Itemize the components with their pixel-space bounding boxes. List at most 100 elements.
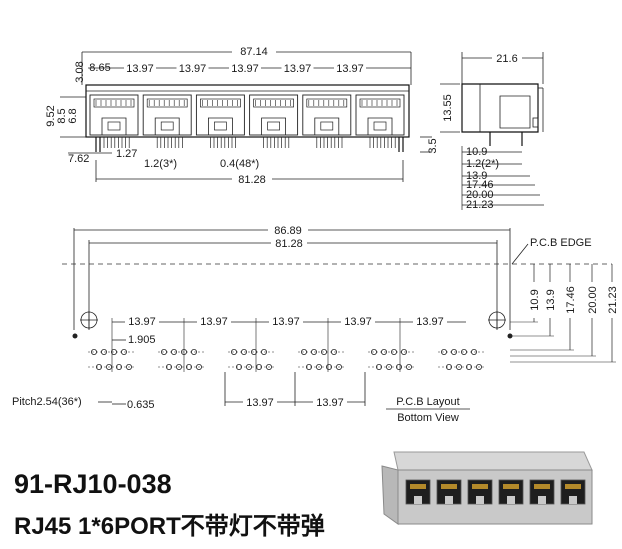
dim-peg-span: 81.28: [238, 174, 266, 186]
pitch-label: Pitch2.54(36*): [12, 396, 82, 408]
port-tab: [373, 121, 387, 131]
dim-side-3: 17.46: [466, 179, 494, 191]
pitch-label-bg: [124, 62, 156, 74]
pcb-hole: [475, 363, 482, 370]
dim-pitch-3: 1.2(3*): [144, 158, 177, 170]
pcb-hole: [385, 363, 392, 370]
port-latch: [367, 117, 393, 135]
photo-port-contacts: [503, 484, 519, 489]
port-contact-strip: [306, 98, 348, 108]
dim-pcb-right-1: 13.9: [545, 289, 557, 310]
port-opening: [355, 94, 405, 136]
port-contact-strip: [253, 98, 294, 108]
layout-title: P.C.B Layout: [396, 396, 459, 408]
port-opening: [142, 94, 192, 136]
photo-port-latch: [507, 496, 515, 504]
side-view: 21.6 13.55 10.91.2(2*)13.917.4620.0021.2…: [440, 51, 544, 211]
dim-pin-offset: 7.62: [68, 153, 89, 165]
dim-pcb-pitch: 13.97: [200, 316, 228, 328]
port-latch: [208, 117, 233, 135]
dim-first-offset: 8.65: [89, 62, 110, 74]
dim-bottom-pitch-2: 13.97: [316, 397, 344, 409]
pcb-hole: [175, 363, 182, 370]
dim-port-pitch: 13.97: [179, 63, 207, 75]
pcb-pitch-bg: [269, 315, 303, 327]
port-tab: [267, 121, 280, 131]
dim-side-4: 20.00: [466, 189, 494, 201]
pcb-hole: [405, 363, 412, 370]
layout-subtitle: Bottom View: [397, 412, 459, 424]
dim-side-1: 1.2(2*): [466, 158, 499, 170]
dim-pcb-pitch: 13.97: [416, 316, 444, 328]
pcb-hole: [106, 363, 113, 370]
dim-height-3: 6.8: [67, 108, 79, 123]
dim-side-height: 13.55: [442, 94, 454, 122]
pcb-pitch-bg: [125, 315, 159, 327]
port-contact-strip: [359, 98, 401, 108]
pitch-label-bg: [281, 62, 314, 74]
port-latch: [314, 117, 340, 135]
pcb-edge-label: P.C.B EDGE: [530, 237, 592, 249]
front-view: 87.14 8.65 13.97 13.97 13.97 13.97 13.97 3.0…: [45, 44, 439, 186]
pcb-hole: [265, 363, 272, 370]
pcb-right-dim-bg: [585, 282, 599, 318]
dim-pin-spacing: 1.27: [116, 148, 137, 160]
port-tab: [320, 121, 334, 131]
pitch-label-bg: [334, 62, 366, 74]
photo-port-contacts: [534, 484, 550, 489]
port-tab: [107, 121, 121, 131]
part-description: RJ45 1*6PORT不带灯不带弹: [14, 513, 325, 540]
port-opening: [89, 94, 139, 136]
dim-pcb-pitch: 13.97: [272, 316, 300, 328]
photo-port-latch: [414, 496, 422, 504]
dim-pcb-peg-span: 81.28: [275, 238, 303, 250]
dim-top-height: 3.08: [74, 61, 86, 82]
pcb-right-dim-bg: [563, 282, 577, 318]
dim-pcb-right-3: 20.00: [587, 286, 599, 314]
pcb-pitch-bg: [197, 315, 231, 327]
photo-port-latch: [569, 496, 577, 504]
dim-pcb-pitch: 13.97: [344, 316, 372, 328]
dim-height-1: 9.52: [45, 105, 57, 126]
port-opening: [302, 94, 352, 136]
pitch-label-bg: [229, 62, 261, 74]
pcb-hole: [126, 363, 133, 370]
pcb-pitch-bg: [341, 315, 375, 327]
pcb-right-dim-bg: [605, 282, 619, 318]
pcb-right-dim-bg: [543, 282, 557, 318]
dim-pcb-pitch: 13.97: [128, 316, 156, 328]
dim-side-5: 21.23: [466, 199, 494, 211]
port-contact-strip: [93, 98, 135, 108]
dim-port-pitch: 13.97: [336, 63, 364, 75]
dim-stagger: 0.635: [127, 399, 155, 411]
port-contact-strip: [200, 98, 241, 108]
photo-port-contacts: [472, 484, 488, 489]
port-latch: [101, 117, 127, 135]
pcb-hole: [455, 363, 462, 370]
dim-port-pitch: 13.97: [126, 63, 154, 75]
dim-side-2: 13.9: [466, 170, 487, 182]
photo-port-contacts: [441, 484, 457, 489]
dim-side-depth: 21.6: [496, 53, 517, 65]
pcb-hole: [195, 363, 202, 370]
dim-port-pitch: 13.97: [231, 63, 259, 75]
photo-port-contacts: [410, 484, 426, 489]
photo-port-latch: [538, 496, 546, 504]
photo-port-latch: [476, 496, 484, 504]
part-number: 91-RJ10-038: [14, 469, 172, 499]
dim-pin-length: 3.5: [427, 138, 439, 153]
port-opening: [195, 94, 245, 136]
port-tab: [214, 121, 227, 131]
pcb-hole: [315, 363, 322, 370]
connector-product-image: [381, 451, 593, 525]
dim-port-pitch: 13.97: [284, 63, 312, 75]
dim-pcb-right-0: 10.9: [529, 289, 541, 310]
dim-pitch-48: 0.4(48*): [220, 158, 259, 170]
dim-height-2: 8.5: [56, 108, 68, 123]
pcb-pitch-bg: [413, 315, 447, 327]
dim-overall-width: 87.14: [240, 46, 268, 58]
dim-side-0: 10.9: [466, 146, 487, 158]
dim-row-offset: 1.905: [128, 334, 156, 346]
